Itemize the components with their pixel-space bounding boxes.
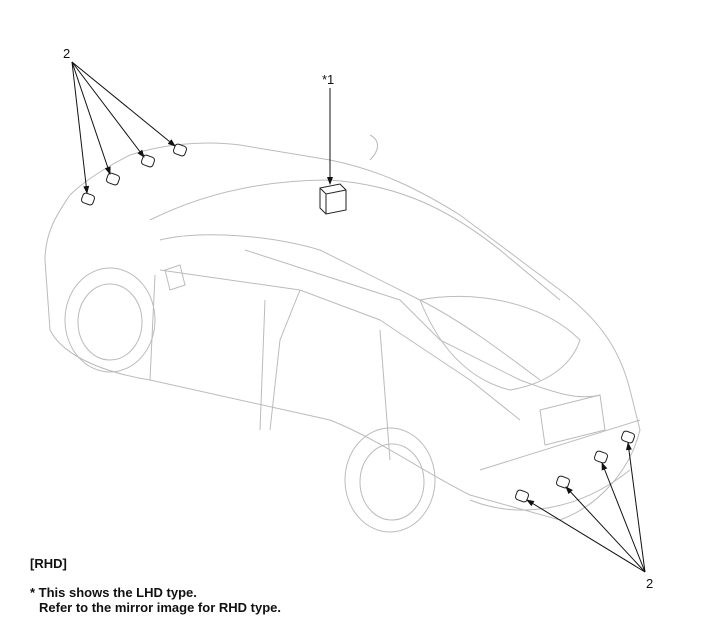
callout-front-sensors: 2 (63, 46, 71, 61)
note-line-1: * This shows the LHD type. (30, 585, 197, 600)
variant-label: [RHD] (30, 556, 67, 571)
callout-module: *1 (322, 72, 335, 87)
car-outline (44, 134, 641, 533)
parking-assist-module (319, 183, 347, 215)
rear-sensors (514, 430, 636, 503)
callout-rear-sensors: 2 (646, 576, 654, 591)
callout-arrows (71, 61, 646, 573)
note-line-2: Refer to the mirror image for RHD type. (39, 600, 281, 615)
front-sensors (80, 143, 188, 206)
